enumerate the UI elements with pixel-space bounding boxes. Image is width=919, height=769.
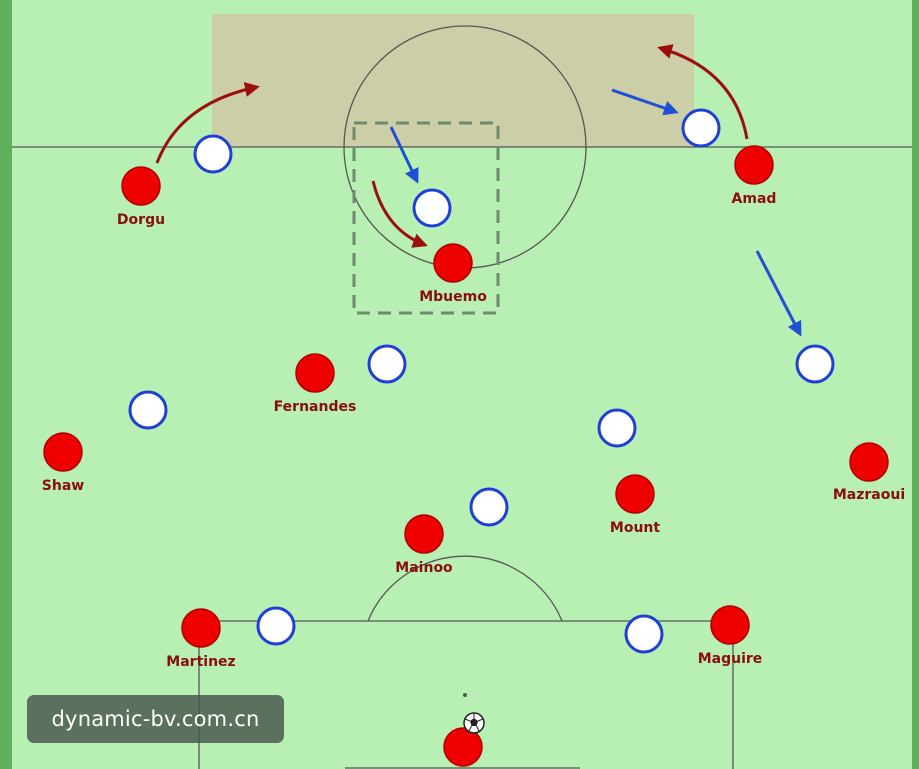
watermark: dynamic-bv.com.cn (27, 695, 284, 743)
blue-press-arrow-right (755, 250, 802, 337)
blue-press-arrow-center (389, 126, 419, 184)
blue-press-arrow-top-right (611, 88, 679, 116)
blue-player (412, 188, 452, 228)
pitch-edge-strip-left (0, 0, 12, 769)
player-label-amad: Amad (732, 191, 777, 207)
football-icon (463, 712, 485, 734)
red-players (43, 145, 889, 767)
blue-player (128, 390, 168, 430)
blue-player (795, 344, 835, 384)
red-player-mazraoui (849, 442, 889, 482)
red-player-amad (734, 145, 774, 185)
player-label-dorgu: Dorgu (117, 212, 165, 228)
blue-player (469, 487, 509, 527)
blue-player (624, 614, 664, 654)
red-player-mbuemo (433, 243, 473, 283)
player-label-fernandes: Fernandes (274, 399, 357, 415)
player-label-mazraoui: Mazraoui (833, 487, 905, 503)
player-label-maguire: Maguire (698, 651, 763, 667)
player-label-shaw: Shaw (42, 478, 84, 494)
blue-players (128, 108, 835, 654)
red-run-arrow-mbuemo (371, 180, 428, 248)
penalty-spot (463, 693, 467, 697)
player-label-mbuemo: Mbuemo (419, 289, 487, 305)
red-run-arrow-amad (657, 44, 749, 140)
red-run-arrow-dorgu (155, 82, 260, 164)
red-player-maguire (710, 605, 750, 645)
red-player-fernandes (295, 353, 335, 393)
blue-player (681, 108, 721, 148)
focus-zone-dashed (352, 121, 500, 315)
red-player-martinez (181, 608, 221, 648)
blue-player (597, 408, 637, 448)
red-player-mount (615, 474, 655, 514)
player-label-mount: Mount (610, 520, 660, 536)
player-label-mainoo: Mainoo (395, 560, 453, 576)
penalty-box-shade (212, 14, 694, 147)
blue-player (193, 134, 233, 174)
red-player-mainoo (404, 514, 444, 554)
player-label-martinez: Martinez (166, 654, 235, 670)
red-player-shaw (43, 432, 83, 472)
pitch-edge-strip-right (912, 0, 919, 769)
red-player-dorgu (121, 166, 161, 206)
penalty-arc (367, 555, 563, 622)
blue-player (256, 606, 296, 646)
red-player-goalkeeper (443, 727, 483, 767)
blue-player (367, 344, 407, 384)
